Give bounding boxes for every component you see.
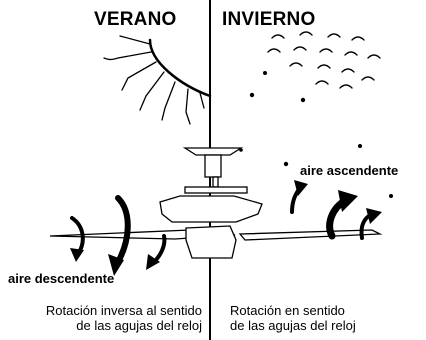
winter-heading: INVIERNO [222,9,316,30]
down-arrows [70,195,167,276]
upward-air-label: aire ascendente [300,163,399,178]
ceiling-fan-icon [49,147,383,259]
up-arrows [290,180,382,240]
sun-icon [103,35,212,125]
summer-rotation-caption: Rotación inversa al sentido de las aguja… [45,303,202,333]
winter-rotation-caption: Rotación en sentido de las agujas del re… [230,303,356,333]
air-particles [239,71,393,198]
cloud-icon [267,31,381,89]
summer-heading: VERANO [94,9,177,30]
downward-air-label: aire descendente [8,271,115,286]
